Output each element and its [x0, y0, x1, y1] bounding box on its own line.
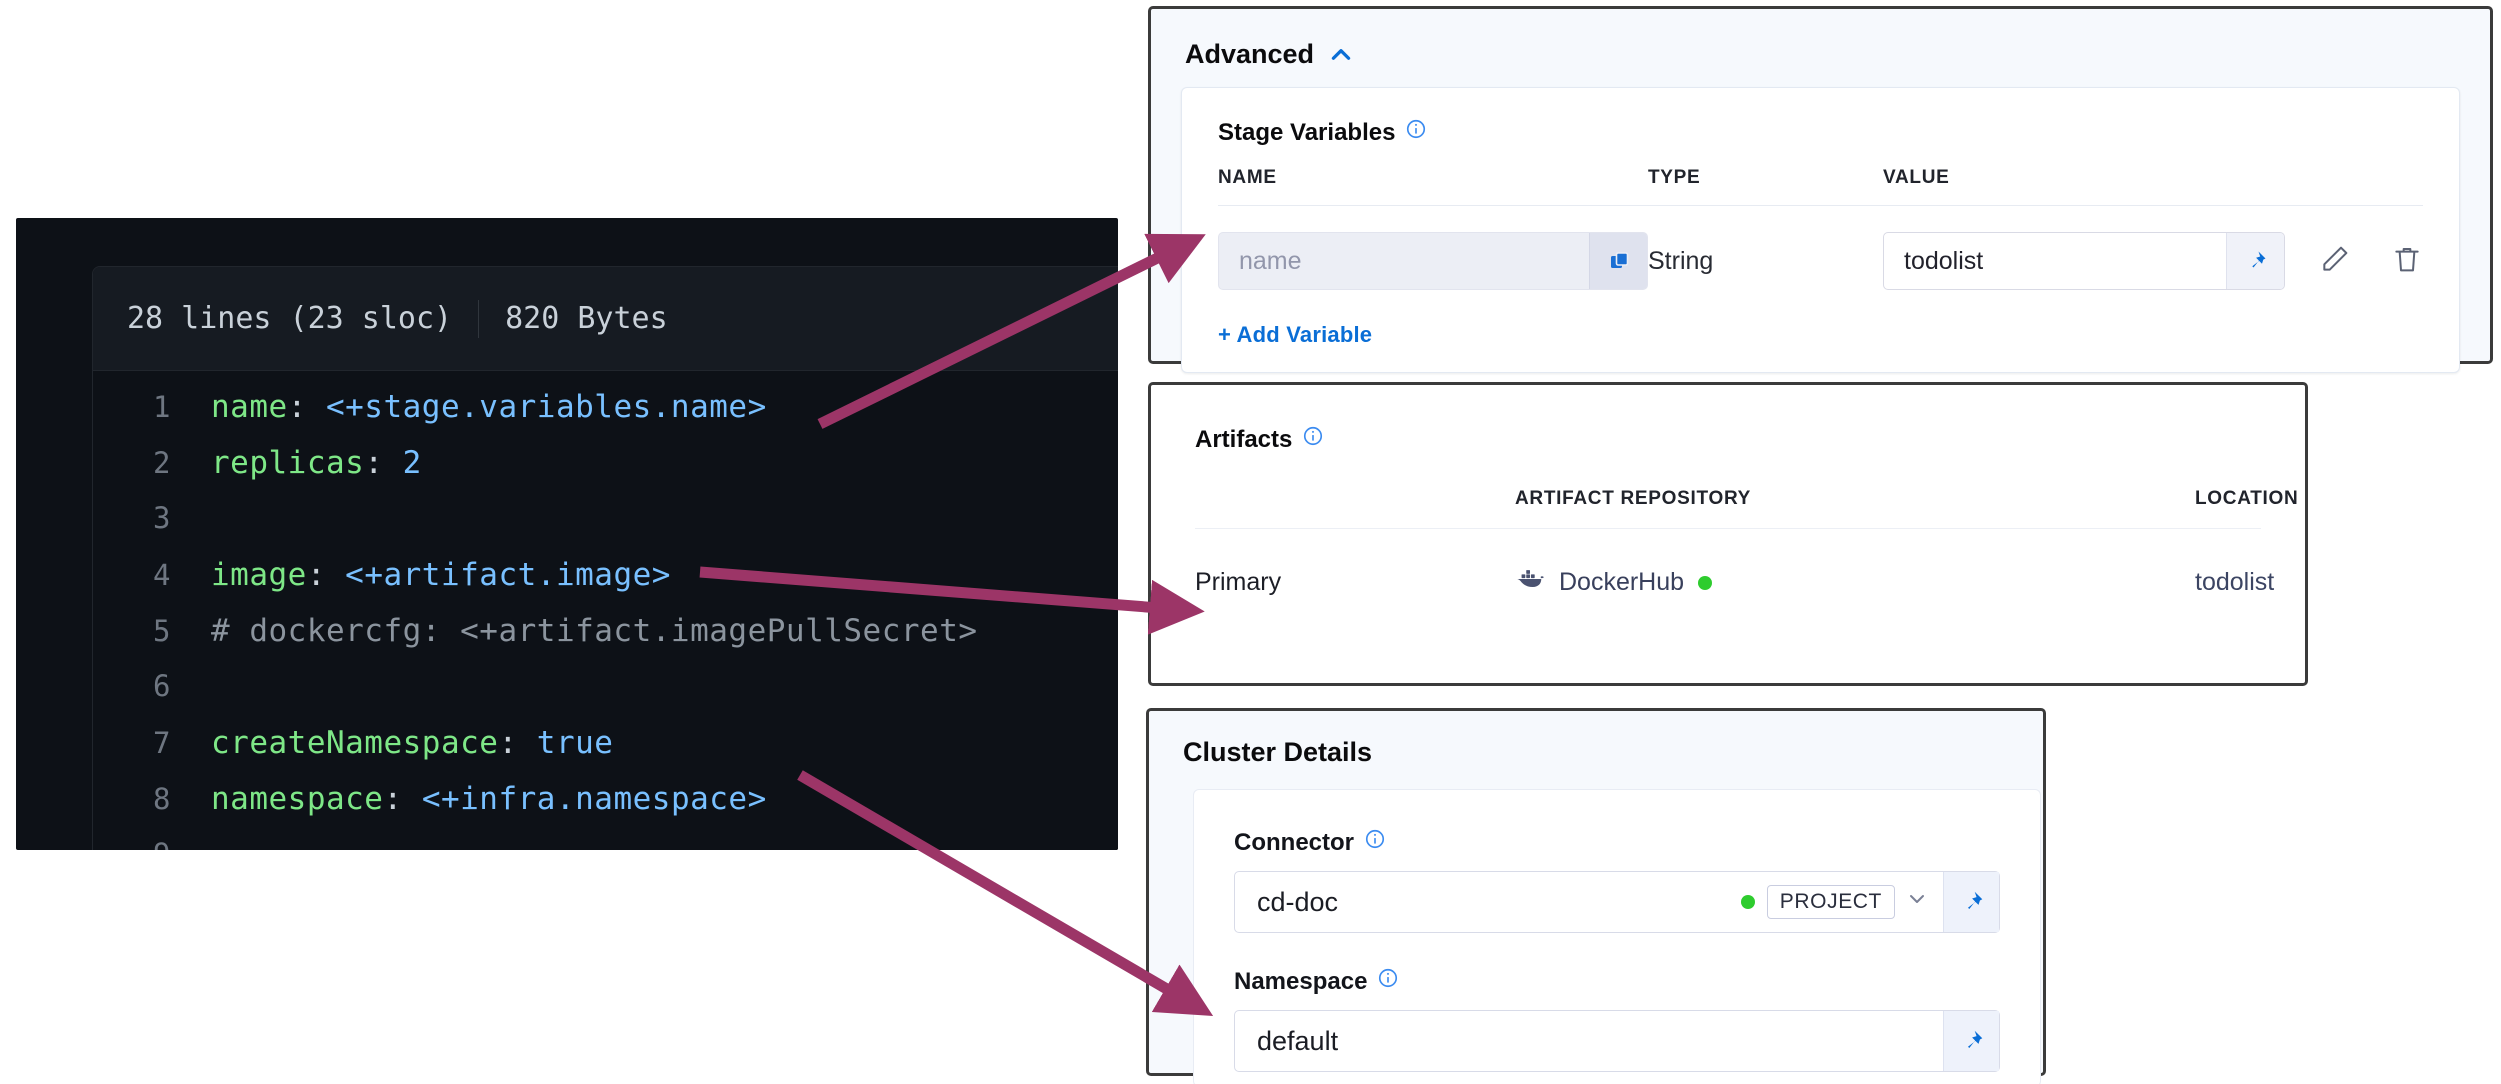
pin-icon[interactable]: [1943, 872, 1999, 932]
code-line-text: createNamespace: true: [211, 725, 614, 761]
advanced-title: Advanced: [1185, 39, 1315, 69]
column-header-identifier: [1195, 488, 1515, 510]
code-line-number: 4: [153, 558, 171, 592]
artifact-identifier: Primary: [1195, 568, 1282, 596]
artifacts-section-card: Artifacts ARTIFACT REPOSITORY LOCATION P…: [1148, 382, 2308, 686]
code-line-text: replicas: 2: [211, 445, 422, 481]
info-icon[interactable]: [1377, 967, 1399, 996]
pencil-icon[interactable]: [2319, 243, 2351, 280]
column-header-name: NAME: [1218, 167, 1277, 188]
code-line: 1 name: <+stage.variables.name>: [93, 389, 1118, 445]
code-lines-label: 28 lines (23 sloc): [127, 301, 453, 336]
add-variable-button[interactable]: + Add Variable: [1218, 322, 1373, 347]
artifact-location-cell: todolist: [2195, 568, 2274, 597]
code-line: 5 # dockercfg: <+artifact.imagePullSecret…: [93, 613, 1118, 669]
advanced-header[interactable]: Advanced: [1151, 9, 2490, 70]
chevron-up-icon[interactable]: [1328, 42, 1354, 68]
chevron-down-icon[interactable]: [1905, 887, 1929, 918]
variable-type-value: String: [1648, 246, 1714, 275]
connector-input[interactable]: cd-doc PROJECT: [1234, 871, 2000, 933]
variable-value-text: todolist: [1904, 246, 1984, 275]
namespace-label-row: Namespace: [1234, 967, 2000, 996]
connector-field: Connector cd-doc PROJECT: [1234, 828, 2000, 933]
column-header-location: LOCATION: [2195, 488, 2299, 509]
cluster-details-title: Cluster Details: [1183, 737, 1373, 767]
namespace-value: default: [1257, 1025, 1339, 1056]
artifacts-table-header: ARTIFACT REPOSITORY LOCATION: [1195, 488, 2298, 529]
status-dot-connected: [1740, 895, 1755, 909]
namespace-input[interactable]: default: [1234, 1010, 2000, 1072]
code-line: 6: [93, 669, 1118, 725]
column-header-value: VALUE: [1883, 167, 1950, 188]
table-row: name String: [1218, 206, 2423, 290]
code-size-label: 820 Bytes: [505, 301, 668, 336]
info-icon[interactable]: [1405, 118, 1427, 147]
docker-whale-icon: [1515, 567, 1545, 598]
code-line: 3: [93, 501, 1118, 557]
code-line-number: 5: [153, 614, 171, 648]
stage-variables-label-row: Stage Variables: [1218, 118, 2423, 147]
code-line-number: 2: [153, 446, 171, 480]
code-lines-container: 1 name: <+stage.variables.name> 2 replicas:…: [93, 371, 1118, 850]
artifacts-panel: Artifacts ARTIFACT REPOSITORY LOCATION P…: [1151, 385, 2305, 598]
code-line: 9: [93, 837, 1118, 850]
code-file-card: 28 lines (23 sloc) 820 Bytes 1 name: <+st…: [92, 266, 1118, 850]
code-line-number: 9: [93, 837, 211, 850]
column-header-repository: ARTIFACT REPOSITORY: [1515, 488, 1752, 509]
code-line: 4 image: <+artifact.image>: [93, 557, 1118, 613]
code-line-text: namespace: <+infra.namespace>: [211, 781, 767, 817]
cluster-details-panel: Connector cd-doc PROJECT: [1193, 789, 2041, 1084]
code-line: 2 replicas: 2: [93, 445, 1118, 501]
cluster-details-card: Cluster Details Connector cd-doc PROJECT: [1146, 708, 2046, 1084]
stage-variables-table: NAME TYPE VALUE name: [1218, 167, 2423, 290]
code-line-text: # dockercfg: <+artifact.imagePullSecret>: [211, 613, 978, 649]
column-header-type: TYPE: [1648, 167, 1701, 188]
stage-variables-label: Stage Variables: [1218, 118, 1396, 146]
code-line-number: 8: [153, 782, 171, 816]
code-line-number: 6: [153, 669, 171, 703]
variable-type-cell: String: [1648, 247, 1883, 276]
variable-name-placeholder: name: [1239, 246, 1302, 275]
code-line-text: image: <+artifact.image>: [211, 557, 671, 593]
trash-icon[interactable]: [2391, 243, 2423, 280]
namespace-field: Namespace default: [1234, 967, 2000, 1072]
variable-value-cell: todolist: [1883, 232, 2423, 290]
meta-divider: [478, 299, 480, 338]
copy-icon[interactable]: [1589, 233, 1647, 289]
code-line: 7 createNamespace: true: [93, 725, 1118, 781]
pin-icon[interactable]: [1943, 1011, 1999, 1071]
code-line-number: 1: [153, 390, 171, 424]
connector-scope-badge: PROJECT: [1766, 885, 1895, 919]
code-line: 8 namespace: <+infra.namespace>: [93, 781, 1118, 837]
advanced-section-card: Advanced Stage Variables NAME TYPE VALUE: [1148, 6, 2493, 373]
pin-icon[interactable]: [2226, 233, 2284, 289]
artifact-repository-name[interactable]: DockerHub: [1559, 568, 1685, 596]
table-row: Primary DockerHub todolist: [1195, 529, 2274, 598]
status-dot-connected: [1698, 575, 1713, 590]
variable-name-input[interactable]: name: [1218, 232, 1648, 290]
variable-value-input[interactable]: todolist: [1883, 232, 2285, 290]
code-viewer-panel: 28 lines (23 sloc) 820 Bytes 1 name: <+st…: [16, 218, 1118, 850]
namespace-label: Namespace: [1234, 967, 1368, 995]
artifact-repository-cell: DockerHub: [1515, 567, 2195, 598]
table-header: NAME TYPE VALUE: [1218, 167, 2423, 206]
code-file-meta: 28 lines (23 sloc) 820 Bytes: [93, 267, 1118, 371]
code-line-number: 7: [153, 726, 171, 760]
connector-value: cd-doc: [1257, 886, 1339, 917]
artifacts-label: Artifacts: [1195, 425, 1293, 453]
code-line-text: name: <+stage.variables.name>: [211, 389, 767, 425]
artifacts-label-row: Artifacts: [1195, 425, 2261, 454]
info-icon[interactable]: [1364, 828, 1386, 857]
connector-label-row: Connector: [1234, 828, 2000, 857]
variable-name-cell: name: [1218, 232, 1648, 290]
connector-label: Connector: [1234, 828, 1354, 856]
stage-variables-panel: Stage Variables NAME TYPE VALUE na: [1181, 87, 2460, 373]
info-icon[interactable]: [1302, 425, 1324, 454]
row-action-icons: [2319, 243, 2423, 280]
code-line-number: 3: [153, 501, 171, 535]
artifact-location: todolist: [2195, 568, 2275, 596]
